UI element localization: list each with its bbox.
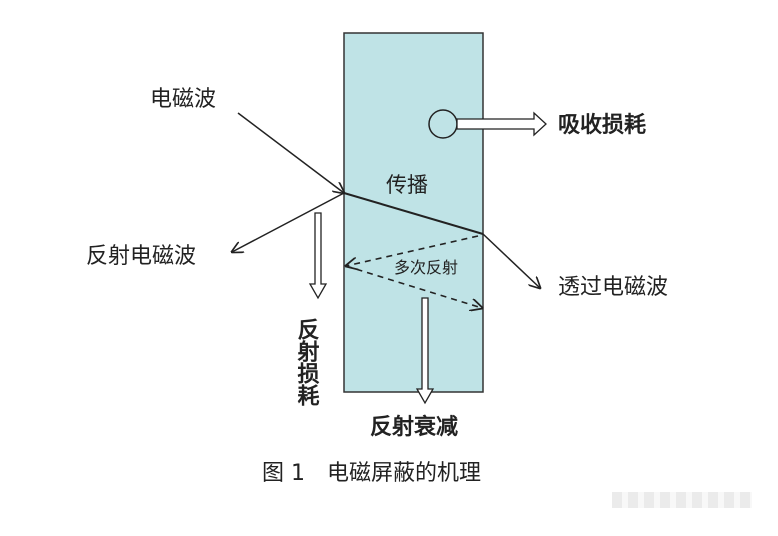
figure-caption: 图 1 电磁屏蔽的机理 — [262, 461, 481, 486]
propagation-line — [343, 192, 484, 235]
absorption-loss-label: 吸收损耗 — [558, 112, 646, 138]
incident-wave-arrow — [237, 112, 344, 193]
multiple-reflection-label: 多次反射 — [394, 258, 458, 277]
reflected-wave-label: 反射电磁波 — [86, 244, 196, 269]
reflection-loss-hollow-arrow — [308, 212, 328, 300]
absorption-hollow-arrow — [456, 111, 547, 137]
reflection-attenuation-hollow-arrow — [415, 297, 435, 405]
watermark — [612, 492, 752, 508]
reflection-attenuation-label: 反射衰减 — [370, 414, 458, 440]
incident-wave-label: 电磁波 — [150, 87, 216, 112]
transmitted-wave-arrow — [482, 233, 540, 288]
reflected-wave-arrow — [232, 192, 345, 252]
propagation-label: 传播 — [386, 173, 428, 197]
reflection-loss-label: 反射损耗 — [294, 318, 321, 406]
multiple-reflection-dashed-in — [346, 235, 479, 266]
multiple-reflection-dashed-out — [345, 265, 482, 308]
transmitted-wave-label: 透过电磁波 — [558, 275, 668, 300]
